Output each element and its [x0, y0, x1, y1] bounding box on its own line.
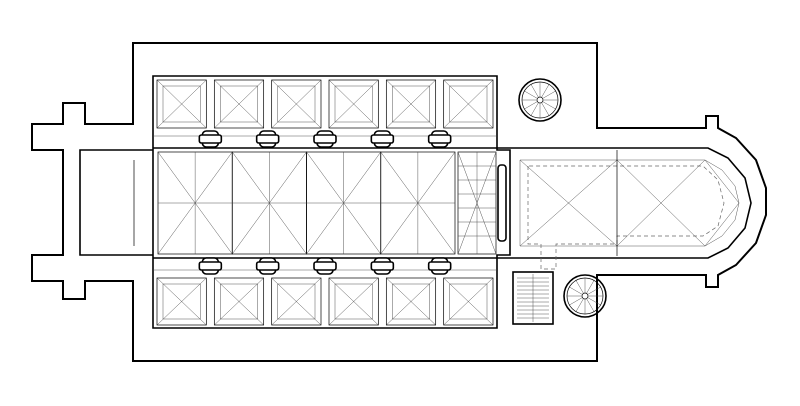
south-aisle-vaults [153, 269, 497, 326]
north-aisle-bay [385, 79, 437, 129]
south-pier-shaft [198, 261, 223, 271]
north-bay-inner [162, 85, 201, 123]
south-pier-shaft [313, 261, 337, 271]
north-bay-inner [392, 85, 430, 123]
outer-boundary [31, 42, 767, 362]
north-pier-shaft [198, 134, 223, 144]
north-spiral-step [524, 90, 538, 99]
south-vault-rib [271, 277, 322, 326]
north-pier-shaft [313, 134, 337, 144]
north-pier-shaft [370, 134, 395, 144]
straight-stair-frame [512, 271, 554, 325]
south-bay-inner [334, 283, 373, 320]
north-spiral-newel [536, 96, 544, 104]
north-spiral-step [541, 84, 550, 98]
south-pier-shaft [370, 261, 395, 271]
arcade-piers [198, 130, 452, 275]
north-bay-inner [277, 85, 316, 123]
north-vault-rib [443, 79, 494, 129]
choir-vaults [519, 150, 740, 256]
south-spiral-step [586, 298, 595, 312]
straight-stair [512, 271, 554, 325]
south-spiral-step [586, 280, 595, 294]
nave-vaults [157, 151, 456, 255]
north-aisle-bay [213, 79, 265, 129]
south-spiral-step [587, 286, 601, 295]
north-spiral-step [530, 102, 539, 116]
spiral-stair-north [518, 78, 562, 122]
spiral-stair-south [563, 274, 607, 318]
south-vault-rib [156, 277, 207, 326]
south-vault-rib [328, 277, 379, 326]
south-aisle-bay [443, 277, 494, 326]
south-spiral-wall [563, 274, 607, 318]
north-spiral-wall [518, 78, 562, 122]
north-vault-rib [328, 79, 379, 129]
north-pier-shaft [255, 134, 280, 144]
north-spiral-step [524, 101, 538, 110]
west-tower [79, 149, 153, 256]
north-spiral-step [530, 84, 539, 98]
south-spiral-step [575, 298, 584, 312]
north-spiral-step [542, 90, 556, 99]
south-aisle-bay [271, 277, 322, 326]
south-aisle-bay [213, 277, 265, 326]
apse-rib [704, 159, 740, 204]
south-bay-inner [220, 283, 258, 320]
north-bay-inner [449, 85, 488, 123]
crossing-rib [457, 151, 497, 255]
crypt-outline-dashed [527, 165, 725, 270]
north-vault-rib [214, 79, 264, 129]
north-bay-inner [334, 85, 373, 123]
south-vault-rib [443, 277, 494, 326]
south-spiral-step [569, 297, 583, 306]
north-spiral-step [541, 102, 550, 116]
south-aisle-bay [385, 277, 437, 326]
south-bay-inner [449, 283, 488, 320]
north-bay-inner [220, 85, 258, 123]
south-vault-rib [214, 277, 264, 326]
north-aisle-vaults [153, 79, 497, 137]
crossing-grid [457, 151, 507, 255]
north-pier-shaft [427, 134, 452, 144]
choir-wall [510, 147, 752, 259]
north-vault-rib [271, 79, 322, 129]
choir-inner-outline [519, 159, 740, 247]
north-vault-rib [386, 79, 436, 129]
south-bay-inner [392, 283, 430, 320]
north-vault-rib [156, 79, 207, 129]
north-aisle-bay [328, 79, 379, 129]
south-bay-inner [277, 283, 316, 320]
choir-screen [497, 164, 507, 242]
south-spiral-newel [581, 292, 589, 300]
north-aisle-bay [271, 79, 322, 129]
south-spiral-step [569, 286, 583, 295]
south-pier-shaft [427, 261, 452, 271]
south-bay-inner [162, 283, 201, 320]
south-spiral-step [575, 280, 584, 294]
apse-rib [704, 202, 740, 247]
nave-wall [152, 75, 511, 329]
choir-vault-rib [519, 159, 618, 247]
south-spiral-step [587, 297, 601, 306]
north-aisle-bay [443, 79, 494, 129]
south-vault-rib [386, 277, 436, 326]
south-aisle-bay [156, 277, 207, 326]
south-pier-shaft [255, 261, 280, 271]
north-spiral-step [542, 101, 556, 110]
south-aisle-bay [328, 277, 379, 326]
choir-vault-rib [616, 159, 706, 247]
north-aisle-bay [156, 79, 207, 129]
